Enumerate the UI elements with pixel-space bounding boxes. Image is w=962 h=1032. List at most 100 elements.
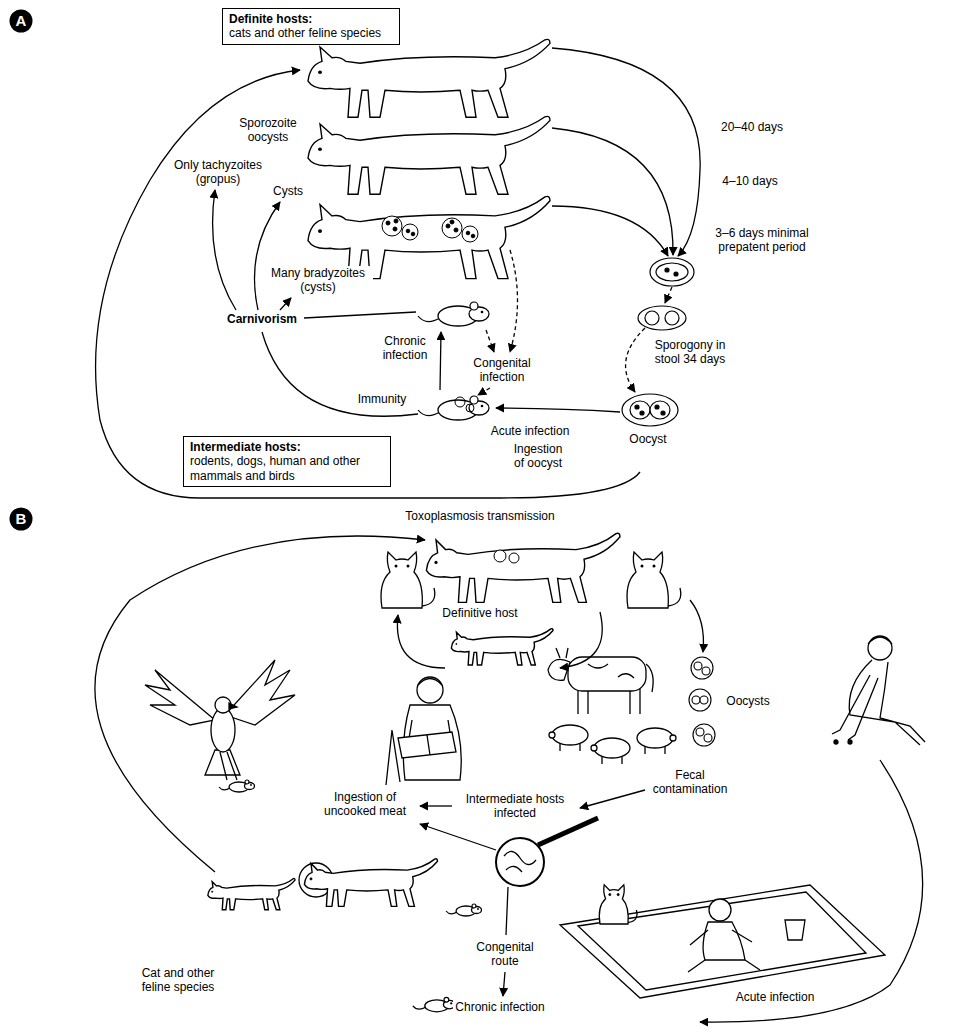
sandbox-figure bbox=[785, 920, 805, 940]
kneeling-person-figure bbox=[868, 636, 892, 660]
host-box: Definite hosts:cats and other feline spe… bbox=[222, 8, 400, 45]
life-cycle-arrows bbox=[486, 330, 494, 352]
life-cycle-arrows bbox=[496, 408, 620, 412]
oocyst-figures bbox=[694, 662, 702, 670]
life-cycle-arrows bbox=[552, 128, 673, 255]
life-cycle-arrows bbox=[552, 48, 700, 256]
annotation-label: Acute infection bbox=[734, 990, 817, 1004]
annotation-label: Cysts bbox=[271, 184, 305, 198]
wild-feline-figures bbox=[446, 904, 482, 916]
livestock-figures bbox=[588, 664, 634, 678]
livestock-figures bbox=[591, 745, 597, 751]
transmission-arrows bbox=[700, 760, 923, 1022]
intermediate-host-mice bbox=[455, 397, 465, 407]
life-cycle-arrows bbox=[552, 206, 668, 256]
tissue-cysts bbox=[393, 227, 397, 231]
livestock-figures bbox=[552, 725, 588, 745]
annotation-label: 20–40 days bbox=[719, 120, 785, 134]
definite-host-cats bbox=[308, 116, 550, 194]
man-reading-figure bbox=[398, 732, 456, 758]
annotation-label: Only tachyzoites (gropus) bbox=[166, 158, 270, 187]
tissue-cysts bbox=[382, 216, 478, 242]
man-reading-figure bbox=[427, 735, 430, 755]
life-cycle-arrows bbox=[304, 312, 416, 318]
oocyst-stages bbox=[674, 272, 678, 276]
transmission-arrows bbox=[690, 600, 703, 652]
annotation-label: Sporozoite oocysts bbox=[230, 116, 306, 145]
tissue-cysts bbox=[466, 231, 470, 235]
livestock-figures bbox=[556, 648, 568, 658]
annotation-label: Toxoplasmosis transmission bbox=[403, 509, 556, 523]
eagle-figure bbox=[145, 670, 215, 725]
life-cycle-arrows bbox=[665, 287, 672, 303]
life-cycle-arrows bbox=[510, 250, 518, 352]
man-reading-figure bbox=[386, 677, 461, 785]
annotation-label: Chronic infection bbox=[373, 334, 437, 363]
definite-host-cats bbox=[308, 39, 550, 278]
annotation-label: Acute infection bbox=[489, 424, 572, 438]
annotation-label: Many bradyzoites (cysts) bbox=[264, 266, 373, 295]
sandbox-figure bbox=[703, 922, 745, 960]
oocyst-stages bbox=[656, 263, 688, 281]
transmission-arrows bbox=[560, 612, 602, 668]
definite-host-cats bbox=[308, 39, 550, 117]
annotation-label: Congenital route bbox=[468, 940, 542, 969]
transmission-arrows bbox=[397, 615, 445, 668]
magnifier-figure bbox=[504, 851, 536, 872]
oocyst-stages bbox=[661, 411, 665, 415]
oocyst-figures bbox=[700, 696, 708, 704]
sandbox-figure bbox=[688, 899, 760, 972]
eagle-figure bbox=[229, 703, 237, 709]
livestock-figures bbox=[548, 659, 570, 680]
transmission-arrows bbox=[580, 790, 645, 808]
tissue-cysts bbox=[450, 220, 454, 224]
box-body: rodents, dogs, human and other mammals a… bbox=[190, 454, 384, 483]
transmission-arrows bbox=[503, 972, 505, 996]
definitive-host-cats bbox=[627, 552, 681, 608]
oocyst-stages bbox=[665, 268, 669, 272]
annotation-label: Congenital infection bbox=[465, 356, 539, 385]
intermediate-host-mice bbox=[418, 396, 489, 420]
livestock-figures bbox=[548, 648, 676, 764]
transmission-arrows bbox=[95, 536, 923, 1022]
panel-letter: B bbox=[9, 507, 33, 531]
kneeling-person-figure bbox=[868, 637, 892, 644]
eagle-figure bbox=[220, 752, 237, 780]
annotation-label: Oocyst bbox=[627, 432, 668, 446]
oocyst-figures bbox=[693, 724, 715, 746]
oocyst-stages bbox=[622, 394, 678, 426]
magnifier-figure bbox=[496, 818, 598, 886]
magnifier-figure bbox=[496, 838, 544, 886]
annotation-label: Sporogony in stool 34 days bbox=[641, 338, 740, 367]
annotation-label: Immunity bbox=[356, 392, 409, 406]
annotation-label: Ingestion of uncooked meat bbox=[313, 790, 417, 819]
transmission-arrows bbox=[420, 824, 496, 850]
man-reading-figure bbox=[417, 677, 443, 703]
oocyst-stages bbox=[635, 405, 639, 409]
annotation-label: Definitive host bbox=[440, 606, 519, 620]
oocyst-stages bbox=[640, 411, 644, 415]
sandbox-figure bbox=[560, 885, 885, 998]
tissue-cysts bbox=[446, 224, 450, 228]
livestock-figures bbox=[594, 738, 630, 758]
wild-feline-figures bbox=[304, 859, 437, 907]
badge-circle bbox=[10, 10, 33, 33]
transmission-arrows bbox=[95, 536, 425, 872]
box-heading: Definite hosts: bbox=[229, 12, 393, 26]
definitive-host-cats bbox=[509, 553, 519, 563]
oocyst-figures bbox=[689, 657, 715, 746]
kneeling-person-figure bbox=[832, 636, 925, 745]
kneeling-person-figure bbox=[832, 675, 878, 740]
oocyst-stages bbox=[630, 401, 650, 419]
man-reading-figure bbox=[418, 679, 442, 686]
oocyst-figures bbox=[702, 667, 710, 675]
sandbox-figure bbox=[688, 930, 760, 972]
panel-letter-badge: B bbox=[9, 507, 33, 531]
oocyst-figures bbox=[696, 728, 704, 736]
definitive-host-cats bbox=[451, 629, 553, 665]
tissue-cysts bbox=[406, 229, 410, 233]
transmission-arrows bbox=[420, 805, 452, 806]
annotation-label: Cat and other feline species bbox=[131, 966, 225, 995]
eagle-figure bbox=[219, 780, 255, 792]
sandbox-figure bbox=[709, 899, 731, 921]
